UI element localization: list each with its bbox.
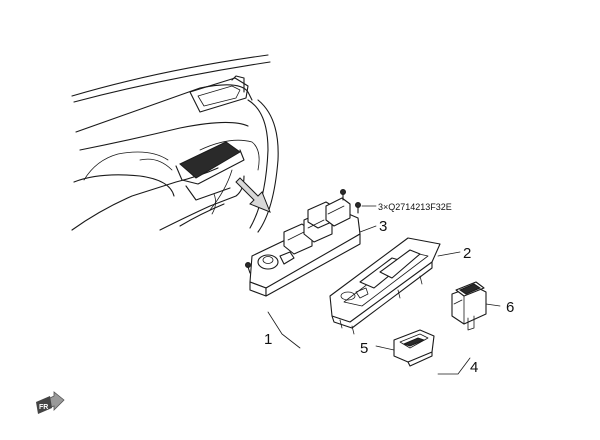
callout-1: 1 <box>264 331 272 348</box>
switch-bezel <box>329 237 441 335</box>
callout-2: 2 <box>463 245 471 262</box>
removal-arrow <box>235 177 271 213</box>
front-direction-badge: FR <box>36 391 65 414</box>
rear-switch-module <box>451 281 487 331</box>
callout-5: 5 <box>360 340 368 357</box>
leader-lines <box>267 225 501 375</box>
fastener-note: 3×Q2714213F32E <box>378 202 452 212</box>
single-window-switch <box>393 329 435 367</box>
door-trim-panel <box>71 54 279 233</box>
callout-4: 4 <box>470 359 478 376</box>
main-window-switch-assembly <box>245 189 377 297</box>
fr-label: FR <box>39 404 48 411</box>
callout-6: 6 <box>506 299 514 316</box>
callout-3: 3 <box>379 218 387 235</box>
